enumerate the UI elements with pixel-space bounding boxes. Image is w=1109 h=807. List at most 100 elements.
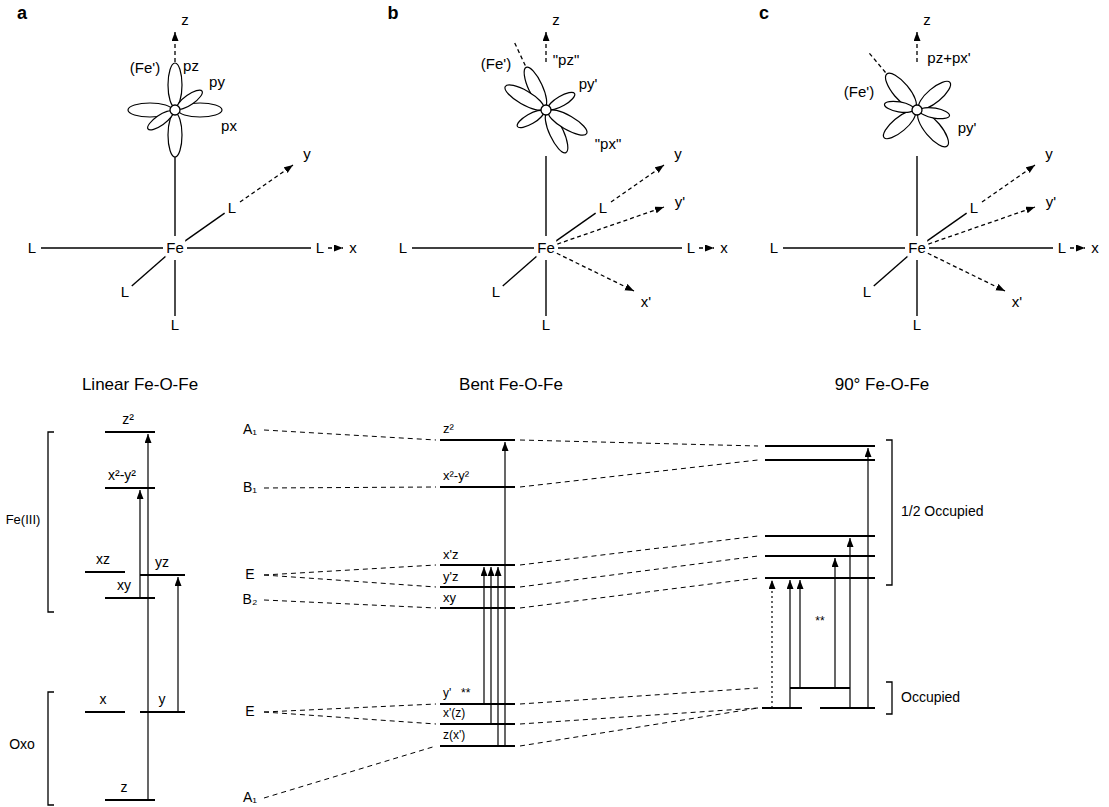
- ligand-bond: [558, 247, 682, 248]
- p-orbital-lobe: [884, 99, 915, 114]
- z-axis: [545, 32, 546, 62]
- p-orbital-lobe: [168, 113, 182, 157]
- energy-level: [765, 555, 875, 557]
- diagram-label: L: [1057, 240, 1067, 257]
- fe-o-bond: [174, 156, 175, 236]
- correlation-line: [520, 556, 758, 587]
- y-prime-axis: [557, 207, 664, 244]
- diagram-label: E: [244, 567, 255, 582]
- diagram-label: pz+px': [926, 50, 971, 67]
- diagram-label: y': [442, 687, 452, 700]
- diagram-label: py': [957, 120, 978, 137]
- diagram-label: x: [1090, 240, 1100, 257]
- diagram-label: Fe: [907, 240, 927, 257]
- diagram-label: x'(z): [442, 707, 466, 720]
- energy-level: [440, 439, 515, 441]
- y-axis: [611, 165, 664, 202]
- diagram-label: y: [302, 146, 312, 163]
- diagram-label: L: [315, 240, 325, 257]
- correlation-line: [264, 746, 436, 798]
- diagram-label: 90° Fe-O-Fe: [834, 376, 931, 395]
- z-axis: [916, 32, 917, 62]
- x-axis: [699, 247, 714, 248]
- diagram-label: px: [220, 118, 238, 135]
- panel-letter: b: [387, 4, 400, 24]
- diagram-label: Oxo: [8, 737, 36, 752]
- diagram-label: (Fe'): [480, 56, 512, 73]
- bracket: [48, 432, 54, 612]
- bracket: [886, 682, 892, 714]
- ligand-bond: [929, 247, 1053, 248]
- diagram-label: "px": [594, 136, 623, 153]
- transition-arrow: [799, 580, 800, 688]
- diagram-label: E: [244, 704, 255, 719]
- transition-arrow: [504, 442, 505, 746]
- diagram-label: L: [862, 284, 872, 301]
- energy-level: [765, 445, 875, 447]
- diagram-label: y: [158, 692, 167, 707]
- ligand-bond: [927, 213, 967, 241]
- y-axis: [982, 165, 1035, 202]
- correlation-line: [520, 440, 758, 446]
- diagram-label: x': [1011, 294, 1023, 311]
- diagram-label: py: [208, 74, 226, 91]
- p-orbital-lobe: [502, 80, 547, 114]
- diagram-label: z(x'): [442, 729, 466, 742]
- ligand-bond: [783, 247, 905, 248]
- diagram-label: A₁: [242, 422, 258, 437]
- energy-level: [440, 564, 515, 566]
- transition-arrow: [789, 580, 790, 708]
- diagram-label: L: [170, 317, 180, 334]
- correlation-line: [264, 600, 436, 608]
- transition-arrow: [867, 448, 868, 708]
- diagram-label: z: [180, 12, 190, 29]
- x-axis: [328, 247, 343, 248]
- energy-level: [440, 486, 515, 488]
- diagram-label: xy: [116, 578, 132, 593]
- diagram-label: xz: [95, 552, 111, 567]
- panel-letter: a: [16, 4, 28, 24]
- correlation-line: [264, 487, 436, 488]
- diagram-label: yz: [154, 555, 170, 570]
- ligand-bond: [412, 247, 534, 248]
- y-axis: [240, 165, 293, 202]
- correlation-line: [264, 430, 436, 440]
- ligand-bond: [556, 213, 596, 241]
- diagram-label: L: [398, 240, 408, 257]
- x-prime-axis: [928, 253, 1005, 291]
- diagram-label: 1/2 Occupied: [900, 504, 985, 519]
- diagram-label: A₁: [242, 790, 258, 805]
- diagram-label: z: [551, 12, 561, 29]
- diagram-label: L: [541, 317, 551, 334]
- energy-level: [140, 574, 185, 576]
- diagram-label: x²-y²: [107, 468, 137, 483]
- diagram-label: y: [1044, 146, 1054, 163]
- diagram-label: (Fe'): [129, 60, 161, 77]
- transition-arrow: [771, 580, 772, 708]
- diagram-label: y': [674, 194, 686, 211]
- ligand-bond: [41, 247, 163, 248]
- oxygen-atom: [170, 105, 180, 115]
- diagram-label: z²: [442, 422, 455, 436]
- correlation-line: [520, 536, 758, 565]
- diagram-label: y': [1045, 194, 1057, 211]
- diagram-label: L: [598, 200, 608, 217]
- p-orbital-lobe: [919, 106, 950, 121]
- drawing-group: [41, 32, 1085, 805]
- diagram-label: x': [640, 294, 652, 311]
- ligand-bond: [174, 260, 175, 316]
- transition-arrow: [490, 567, 491, 724]
- diagram-label: xy: [442, 591, 457, 605]
- p-orbital-lobe: [168, 63, 182, 107]
- energy-level: [105, 431, 155, 433]
- diagram-label: x: [99, 692, 108, 707]
- diagram-label: Bent Fe-O-Fe: [458, 376, 564, 395]
- transition-arrow: [139, 490, 140, 598]
- ligand-bond: [545, 260, 546, 316]
- diagram-label: L: [227, 200, 237, 217]
- energy-level: [765, 577, 875, 579]
- diagram-label: z²: [121, 412, 135, 427]
- ligand-bond: [132, 256, 166, 286]
